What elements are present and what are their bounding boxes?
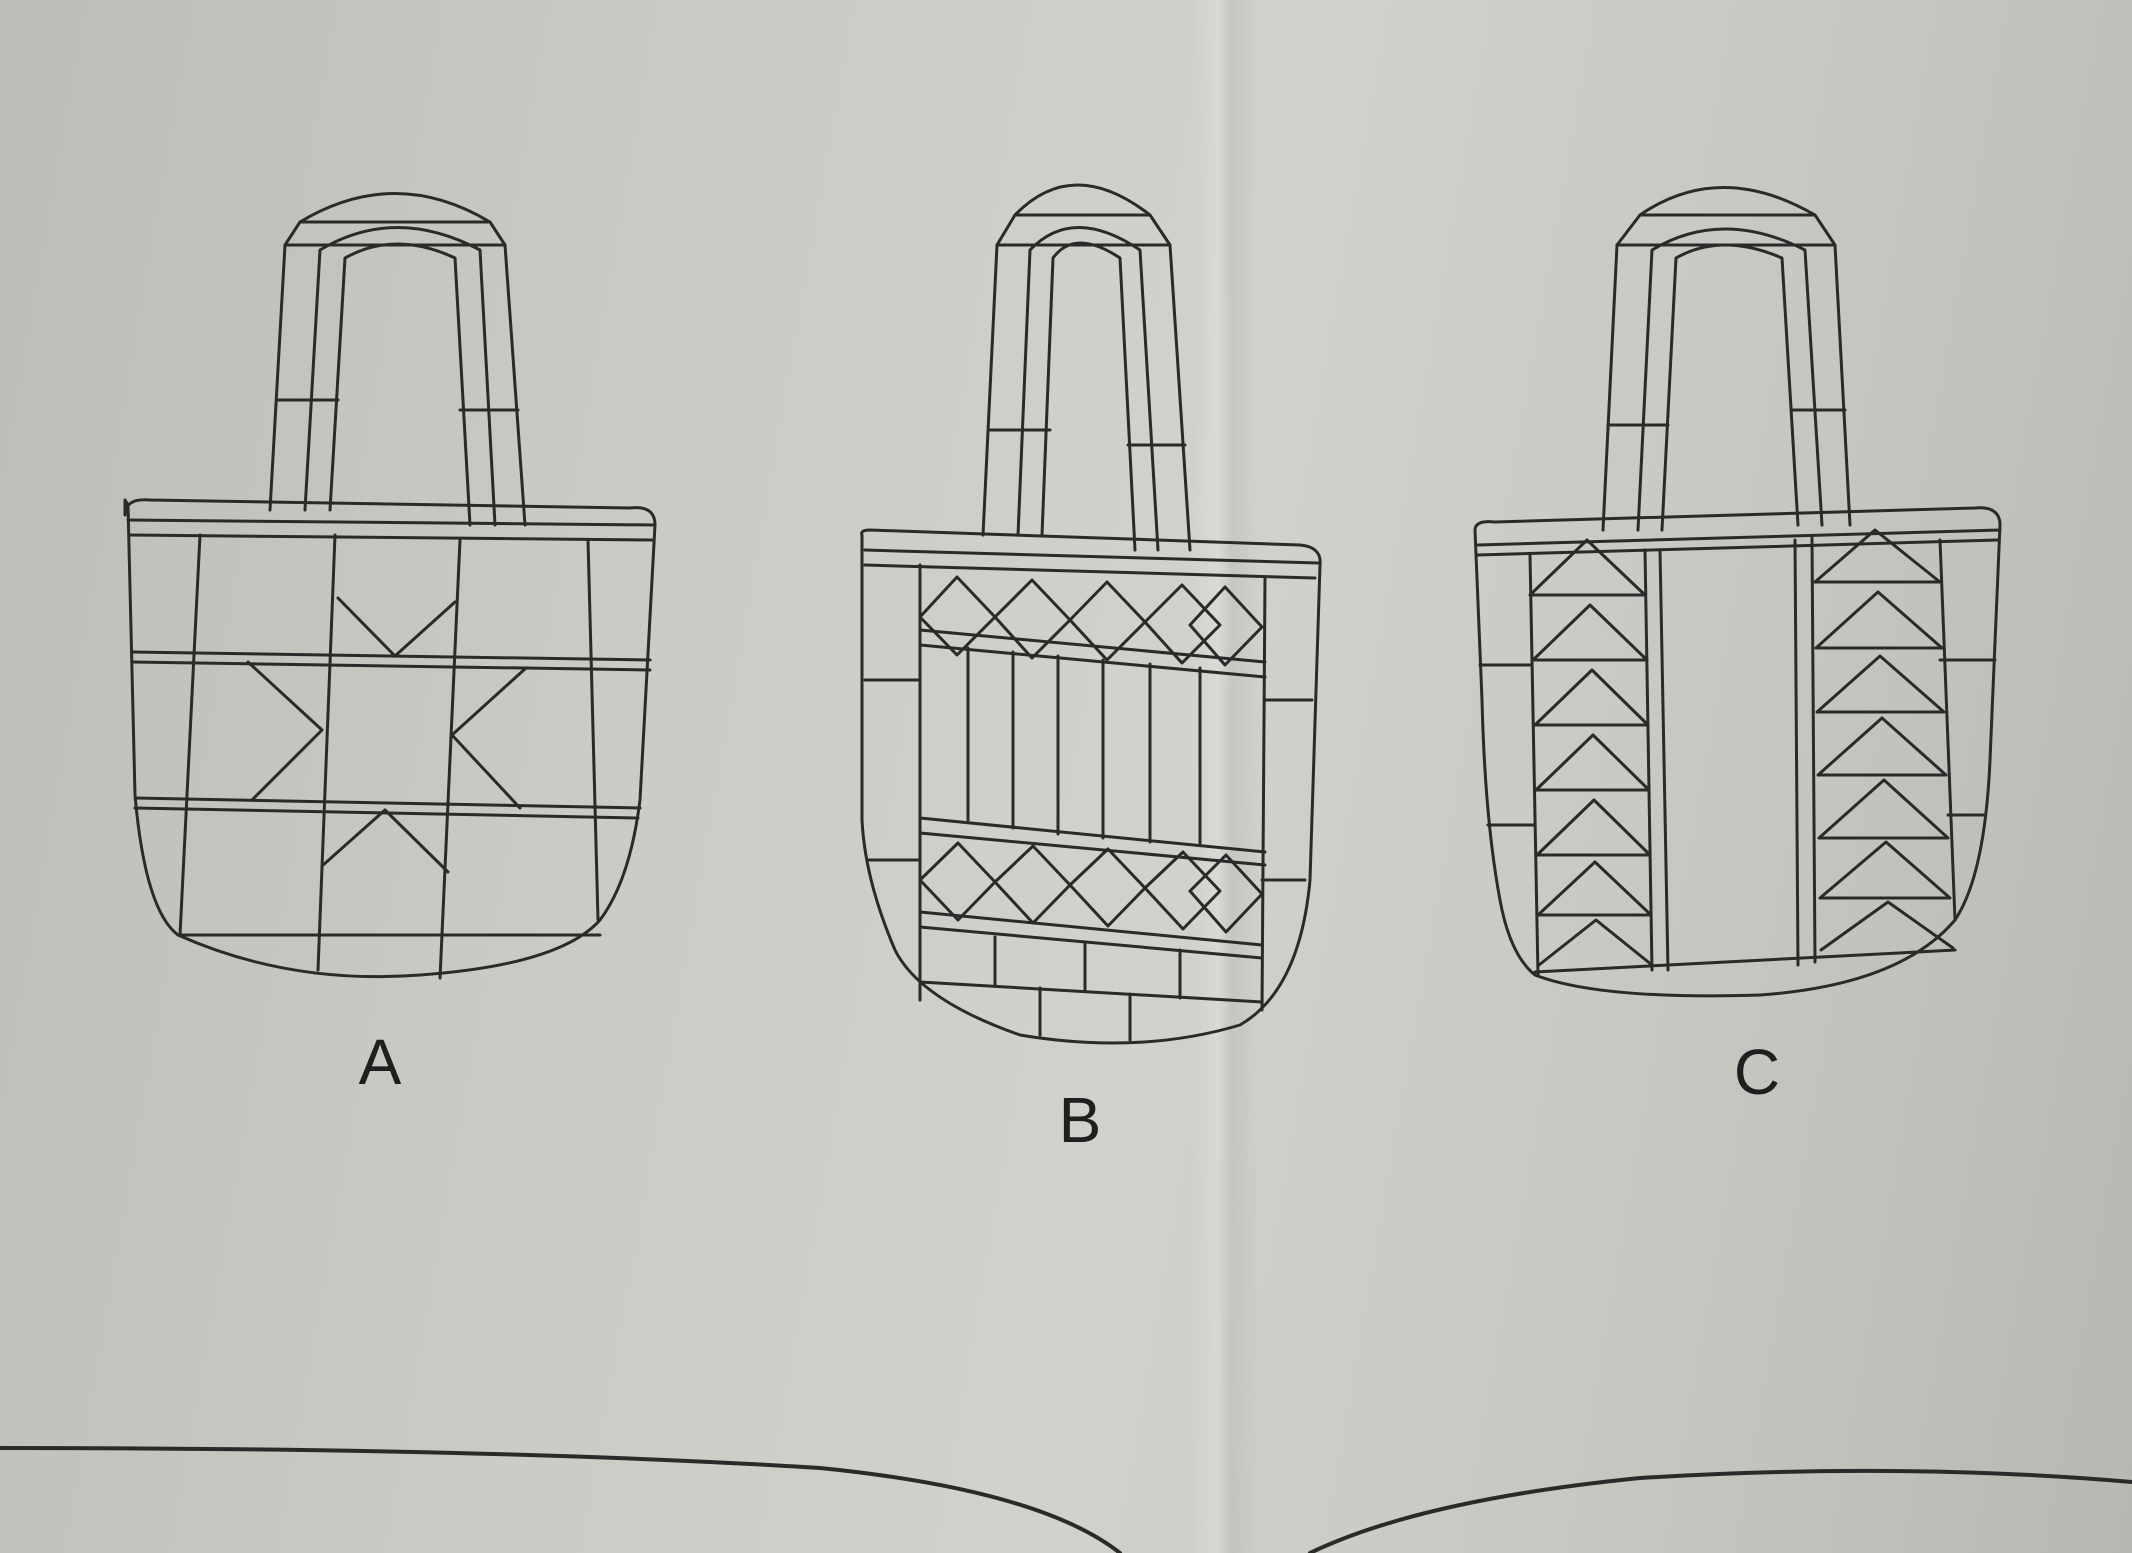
tote-bag-a — [123, 192, 657, 980]
envelope-border-line — [0, 1446, 2132, 1553]
paper-fold — [1190, 0, 1260, 1553]
variant-label-a: A — [358, 1026, 402, 1098]
bag-b-diamond-row-bottom — [918, 841, 1264, 960]
bag-b-diamond-row-top — [918, 575, 1267, 679]
tote-bag-b — [860, 183, 1322, 1045]
bag-a-body — [123, 498, 657, 980]
bag-c-handle — [1601, 186, 1852, 532]
bag-b-bottom-blocks — [918, 935, 1264, 1042]
bag-c-flying-geese-left — [1528, 538, 1670, 972]
tote-bag-c — [1473, 186, 2002, 998]
bag-b-handle — [981, 183, 1192, 552]
variant-label-c: C — [1733, 1036, 1781, 1108]
bag-c-flying-geese-right — [1813, 528, 1955, 952]
bag-b-stripes — [918, 646, 1267, 867]
bag-c-body — [1473, 506, 2002, 998]
bag-c-center-panel — [1793, 536, 1817, 967]
bag-a-handle — [268, 192, 527, 527]
bag-a-star-pattern — [246, 596, 528, 874]
variant-label-b: B — [1058, 1084, 1102, 1156]
